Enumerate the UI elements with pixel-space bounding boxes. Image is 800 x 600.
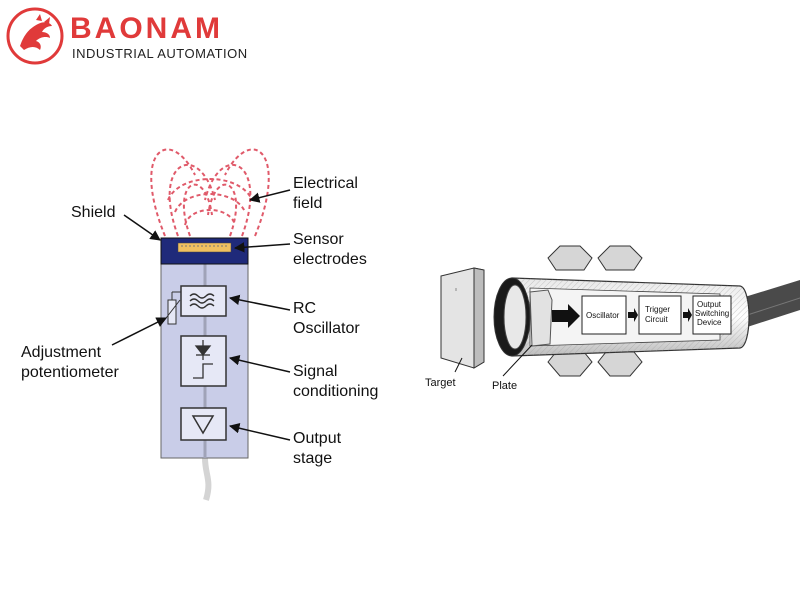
label-output-device-line1: Output: [697, 300, 722, 309]
label-rc-line2: Oscillator: [293, 320, 360, 337]
plate-pointer: [502, 344, 533, 377]
label-electrical-field-line2: field: [293, 195, 322, 212]
step-signal-icon: [193, 363, 213, 379]
wave-icon: [189, 293, 215, 309]
label-target: Target: [425, 377, 456, 389]
callout-arrows: [111, 189, 291, 441]
label-plate: Plate: [492, 380, 517, 392]
oscillator-block: [581, 295, 627, 335]
label-shield: Shield: [71, 204, 115, 221]
label-rc-line1: RC: [293, 300, 316, 317]
trigger-circuit-block: [638, 295, 682, 335]
label-output-device-line2: Switching: [695, 309, 729, 318]
brand-subtitle: INDUSTRIAL AUTOMATION: [72, 46, 248, 61]
electrical-field-lines: [150, 148, 270, 237]
mounting-nut-top-right: [597, 245, 643, 271]
brand-logo: BAONAM INDUSTRIAL AUTOMATION: [6, 6, 266, 66]
label-signal-line2: conditioning: [293, 383, 378, 400]
mounting-nut-bottom-right: [597, 351, 643, 377]
dragon-emblem-icon: [6, 7, 64, 65]
diode-icon: [194, 340, 212, 360]
capacitive-sensor-diagram: Shield Electrical field Sensor electrode…: [21, 148, 378, 501]
sensor-cable-right: [735, 280, 800, 330]
sensor-cable: [202, 457, 212, 501]
label-electrical-field-line1: Electrical: [293, 175, 358, 192]
label-output-line1: Output: [293, 430, 342, 447]
arrow-oscillator-to-trigger: [628, 308, 638, 322]
output-stage-block: [180, 407, 227, 441]
amplifier-triangle-icon: [191, 415, 215, 435]
label-adjustment-line2: potentiometer: [21, 364, 120, 381]
label-adjustment-line1: Adjustment: [21, 344, 102, 361]
mounting-nut-bottom-left: [547, 351, 593, 377]
output-switching-block: [692, 295, 732, 335]
mounting-nut-top-left: [547, 245, 593, 271]
brand-name: BAONAM: [70, 12, 223, 45]
label-trigger-line1: Trigger: [645, 305, 670, 314]
potentiometer-icon: [167, 299, 177, 325]
label-output-device-line3: Device: [697, 318, 722, 327]
label-trigger-line2: Circuit: [645, 315, 668, 324]
label-sensor-electrodes-line2: electrodes: [293, 251, 367, 268]
label-output-line2: stage: [293, 450, 332, 467]
sensor-plate: [529, 289, 553, 347]
label-signal-line1: Signal: [293, 363, 337, 380]
sensor-electrode-strip: [177, 242, 232, 253]
arrow-trigger-to-output: [683, 308, 692, 322]
label-sensor-electrodes-line1: Sensor: [293, 231, 344, 248]
target-pointer: [454, 357, 463, 373]
internal-signal-arrow: [552, 304, 580, 328]
inductive-sensor-cutaway: Oscillator Trigger Circuit Output Switch…: [425, 245, 800, 392]
rc-oscillator-block: [180, 285, 227, 317]
label-oscillator: Oscillator: [586, 311, 620, 320]
